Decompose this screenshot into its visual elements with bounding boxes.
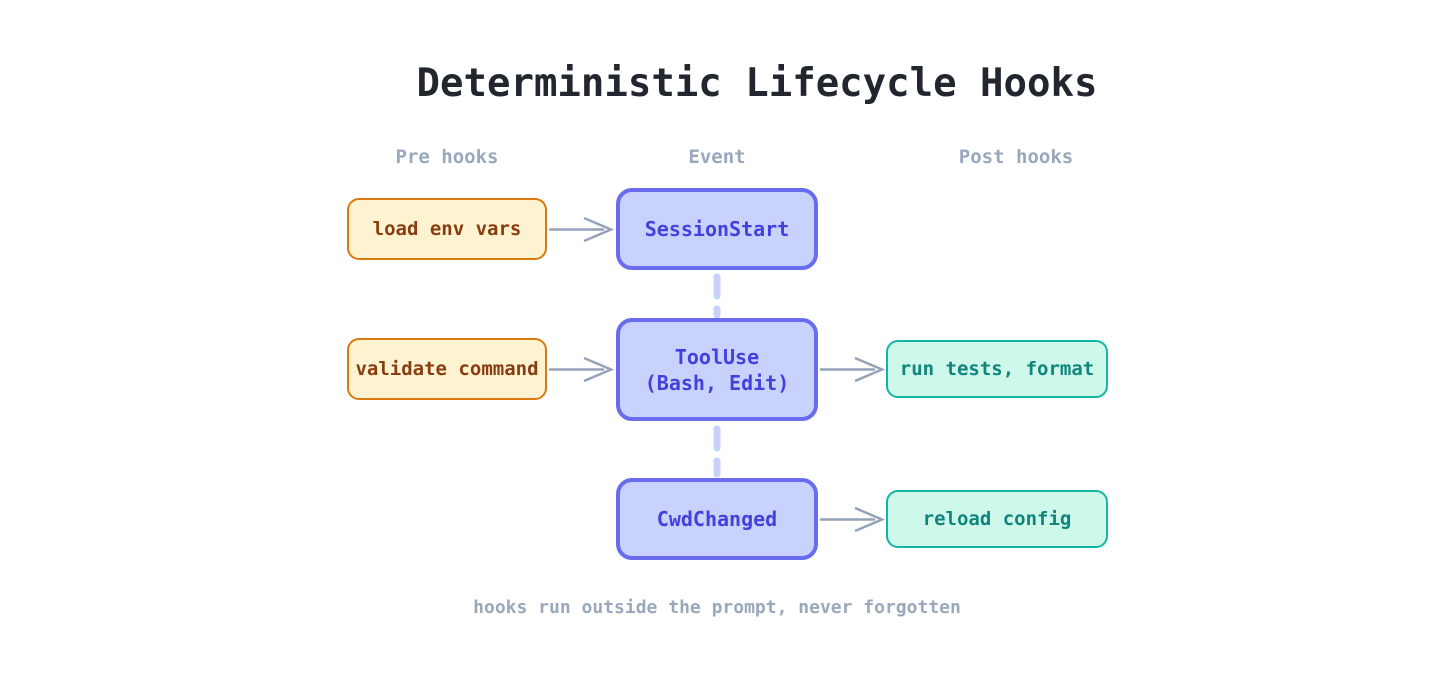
node-label: reload config — [922, 507, 1072, 530]
arrow-pre1-to-sessionstart-icon — [548, 216, 615, 243]
node-label: SessionStart — [644, 217, 790, 241]
column-header-post-hooks: Post hooks — [958, 146, 1074, 168]
node-label: run tests, format — [899, 357, 1095, 380]
page-title: Deterministic Lifecycle Hooks — [416, 61, 1098, 106]
node-cwdchanged: CwdChanged — [616, 478, 818, 560]
node-reload-config: reload config — [886, 490, 1108, 548]
node-validate-command: validate command — [347, 338, 547, 400]
column-header-pre-hooks: Pre hooks — [395, 146, 499, 168]
arrow-tooluse-to-post1-icon — [819, 356, 886, 383]
node-load-env-vars: load env vars — [347, 198, 547, 260]
footer-caption: hooks run outside the prompt, never forg… — [473, 597, 961, 618]
node-label: validate command — [355, 357, 539, 380]
node-tooluse: ToolUse (Bash, Edit) — [616, 318, 818, 421]
arrow-cwdchanged-to-post2-icon — [819, 506, 886, 533]
node-sessionstart: SessionStart — [616, 188, 818, 270]
node-label: ToolUse — [674, 344, 760, 369]
node-run-tests-format: run tests, format — [886, 340, 1108, 398]
column-header-event: Event — [688, 146, 746, 168]
arrow-pre2-to-tooluse-icon — [548, 356, 615, 383]
node-label-line2: (Bash, Edit) — [644, 370, 790, 395]
node-label: load env vars — [372, 217, 522, 240]
node-label: CwdChanged — [656, 507, 778, 531]
